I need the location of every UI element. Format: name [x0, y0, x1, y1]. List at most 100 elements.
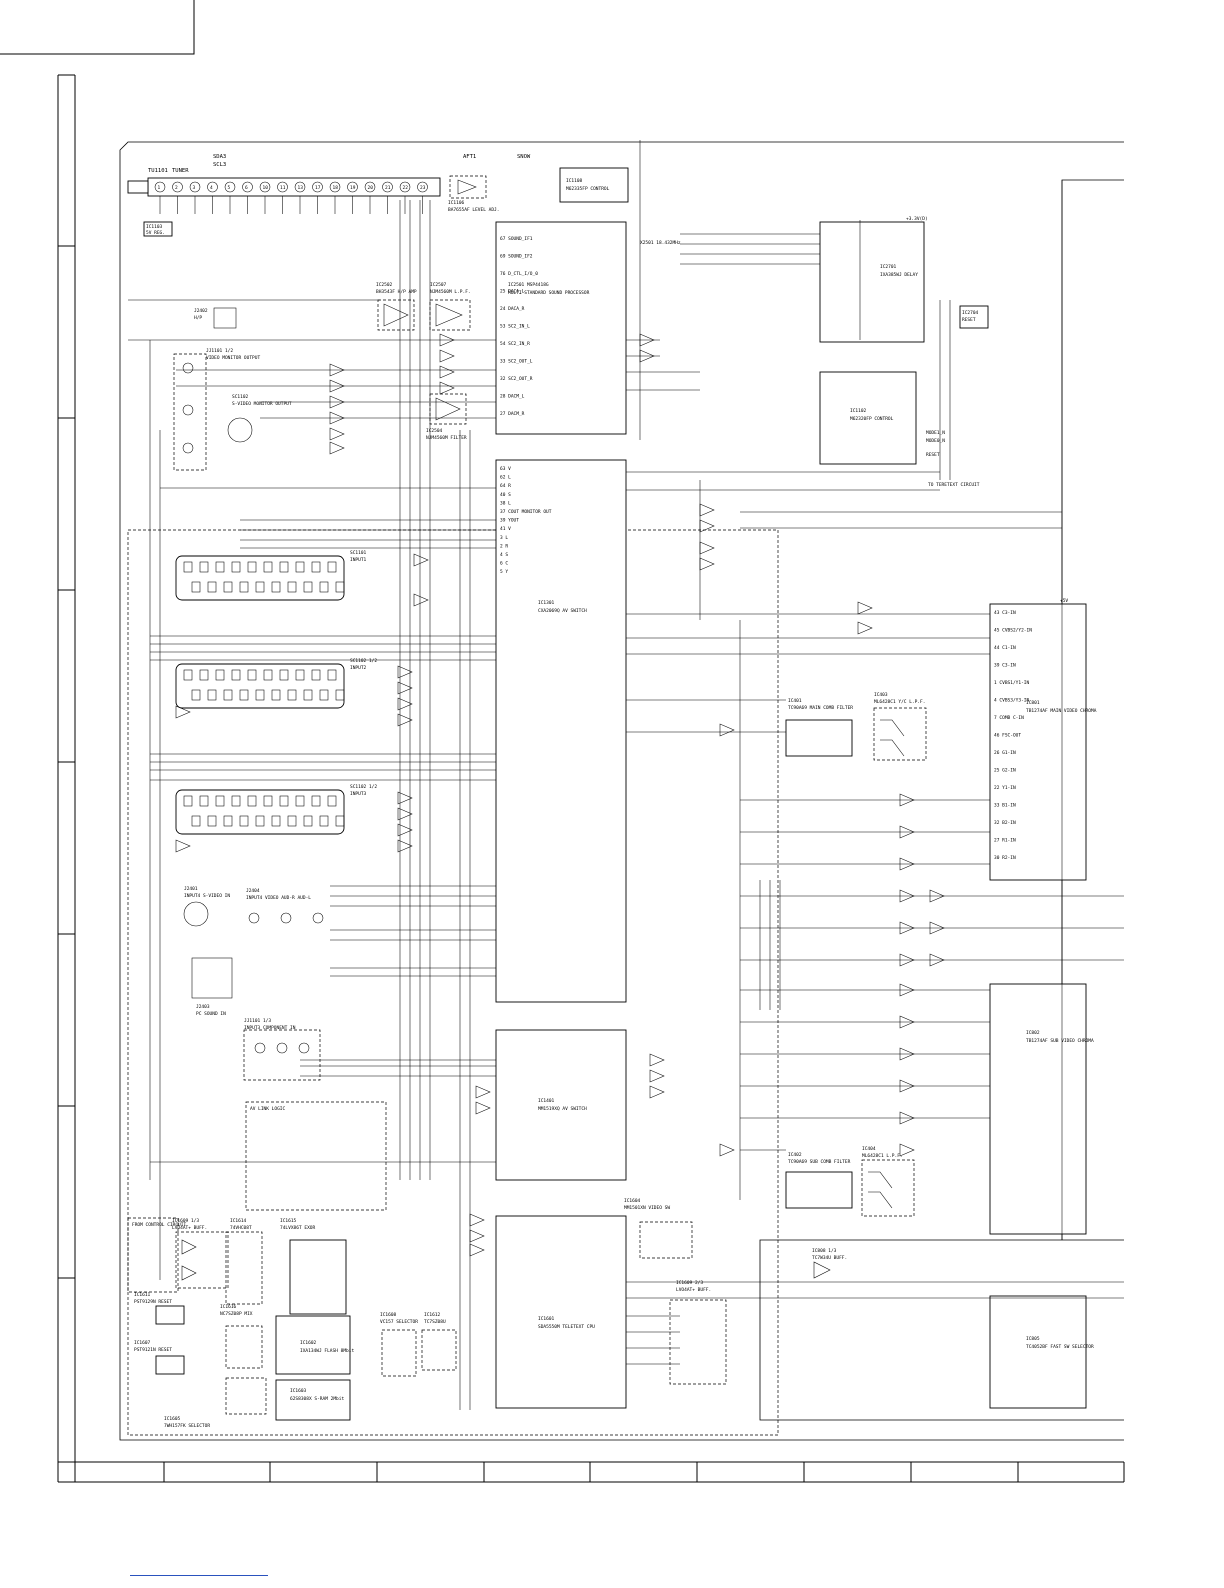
ic-pin-label: 46 FSC-OUT — [994, 733, 1021, 739]
svg-text:IC1604: IC1604 — [624, 1198, 641, 1204]
scart-pin — [247, 795, 257, 807]
buffer-amp — [439, 381, 455, 395]
svg-text:IC1612: IC1612 — [424, 1312, 441, 1318]
scart-pin — [271, 581, 281, 593]
tuner-pin — [172, 181, 183, 193]
top-bus-snow: SNOW — [517, 154, 531, 160]
scart-pin — [239, 689, 249, 701]
svg-text:IXA134WJ FLASH 8Mbit: IXA134WJ FLASH 8Mbit — [300, 1348, 354, 1354]
connector-j2402: J2402 H/P — [194, 307, 237, 329]
ic-pin-label: 37 COUT MONITOR OUT — [500, 509, 552, 515]
svg-text:M62320FP CONTROL: M62320FP CONTROL — [850, 416, 894, 422]
tuner-pin — [189, 181, 201, 193]
ic-pin-label: 69 SOUND_IF2 — [500, 254, 533, 260]
svg-text:RESET: RESET — [962, 317, 976, 323]
svg-text:INPUT3: INPUT3 — [350, 791, 367, 797]
scart-pin — [255, 815, 265, 827]
scart-pin — [303, 689, 313, 701]
scart-pin — [223, 815, 233, 827]
ic-ic1601: IC1601 SDA5550M TELETEXT CPU — [495, 1215, 627, 1409]
scart-pin — [311, 669, 321, 681]
ic-pin-label: 64 R — [500, 483, 511, 489]
crystal-label: X2501 18.432MHz — [640, 240, 681, 246]
ic-ic2504: IC2504 NJM4560M FILTER — [426, 393, 467, 441]
svg-text:IC802: IC802 — [1026, 1030, 1040, 1036]
ic-pin-label: 5 Y — [500, 569, 508, 575]
buffer-amp — [899, 793, 915, 807]
scart-pin — [327, 561, 337, 573]
scart-pin — [239, 581, 249, 593]
connector-sc1101: SC1101 INPUT1 — [175, 550, 367, 601]
tuner-pin-label: 21 — [385, 185, 391, 191]
scart-pin — [263, 795, 273, 807]
footer-link-underline — [130, 1575, 268, 1576]
svg-text:INPUT4 VIDEO AUD-R AUD-L: INPUT4 VIDEO AUD-R AUD-L — [246, 895, 311, 901]
tuner-pin — [259, 181, 271, 193]
connector-j2403: J2403 PC SOUND IN — [191, 957, 233, 1017]
scart-pin — [247, 561, 257, 573]
svg-text:SC1101: SC1101 — [350, 550, 367, 556]
ic-pin-label: 38 L — [500, 500, 511, 506]
svg-text:IXA385WJ DELAY: IXA385WJ DELAY — [880, 272, 918, 278]
buffer-amp — [469, 1213, 485, 1227]
mode0-label: MODE0_N — [926, 438, 945, 444]
ic-ic1609: IC1609 1/3 LVO4AT+ BUFF. — [172, 1218, 229, 1289]
svg-text:J2404: J2404 — [246, 888, 260, 894]
tuner-pin — [277, 181, 288, 193]
scart-pin — [215, 669, 225, 681]
svg-text:IC1609 2/3: IC1609 2/3 — [676, 1280, 703, 1286]
corner-box — [0, 0, 195, 55]
svg-text:IC1103: IC1103 — [146, 224, 163, 230]
svg-text:H/P: H/P — [194, 315, 202, 321]
bottom-ruler — [58, 1461, 1125, 1483]
buffer-amp — [899, 953, 915, 967]
svg-text:IC1607: IC1607 — [134, 1340, 151, 1346]
ic-ic808: IC808 1/3 TC7W34U BUFF. — [812, 1248, 847, 1279]
buffer-amp — [469, 1243, 485, 1257]
connector-sc1102a: SC1102 1/2 INPUT2 — [175, 658, 377, 709]
right-lower-frame — [759, 1239, 1124, 1421]
ic-pin-label: 22 Y1-IN — [994, 785, 1016, 791]
svg-text:IC1609 1/3: IC1609 1/3 — [172, 1218, 199, 1224]
scart-pin — [287, 815, 297, 827]
svg-text:SC1102 1/2: SC1102 1/2 — [350, 784, 377, 790]
scart-pin — [223, 689, 233, 701]
scart-pin — [247, 669, 257, 681]
svg-text:BH3543F H/P AMP: BH3543F H/P AMP — [376, 289, 417, 295]
buffer-amp — [899, 921, 915, 935]
svg-text:IC801: IC801 — [1026, 700, 1040, 706]
svg-text:IC2704: IC2704 — [962, 310, 979, 316]
buffer-amp — [857, 601, 873, 615]
tuner-pin-label: 13 — [298, 185, 304, 191]
ic-ic1615: IC1615 74LVX86T EXOR — [280, 1218, 347, 1315]
scart-pin — [207, 815, 217, 827]
tuner-pin — [312, 181, 323, 193]
scart-pin — [271, 689, 281, 701]
ic-pin-label: 25 DACA_L — [500, 289, 525, 295]
buffer-amp — [899, 857, 915, 871]
tuner-pin-label: 18 — [333, 185, 339, 191]
buffer-amp — [397, 791, 413, 805]
ic-ic1108: IC1108 M62335FP CONTROL — [559, 167, 629, 203]
svg-text:TC4052BF FAST SW SELECTOR: TC4052BF FAST SW SELECTOR — [1026, 1344, 1094, 1350]
svg-text:MM1519XQ AV SWITCH: MM1519XQ AV SWITCH — [538, 1106, 587, 1112]
tuner-pin — [329, 181, 341, 193]
svg-text:62S8308X S-RAM 2Mbit: 62S8308X S-RAM 2Mbit — [290, 1396, 344, 1402]
tuner-ref: TU1101 — [148, 168, 168, 174]
tuner-pin-label: 17 — [315, 185, 321, 191]
tuner-pin-label: 20 — [368, 185, 374, 191]
ic-pin-label: 39 C3-IN — [994, 663, 1016, 669]
svg-text:TC7SZ08U: TC7SZ08U — [424, 1319, 446, 1325]
tuner-pin-label: 2 — [175, 185, 178, 191]
buffer-amp — [699, 503, 715, 517]
scart-pin — [183, 561, 193, 573]
ic-ic1616: IC1616 NC7SZ08P MIX — [220, 1304, 263, 1369]
scart-pin — [311, 561, 321, 573]
svg-text:TC90A69 MAIN COMB FILTER: TC90A69 MAIN COMB FILTER — [788, 705, 853, 711]
svg-text:CXA2069Q AV SWITCH: CXA2069Q AV SWITCH — [538, 608, 587, 614]
scart-pin — [191, 581, 201, 593]
svg-text:PST9121N RESET: PST9121N RESET — [134, 1347, 172, 1353]
svg-text:JJ1101 1/3: JJ1101 1/3 — [244, 1018, 271, 1024]
